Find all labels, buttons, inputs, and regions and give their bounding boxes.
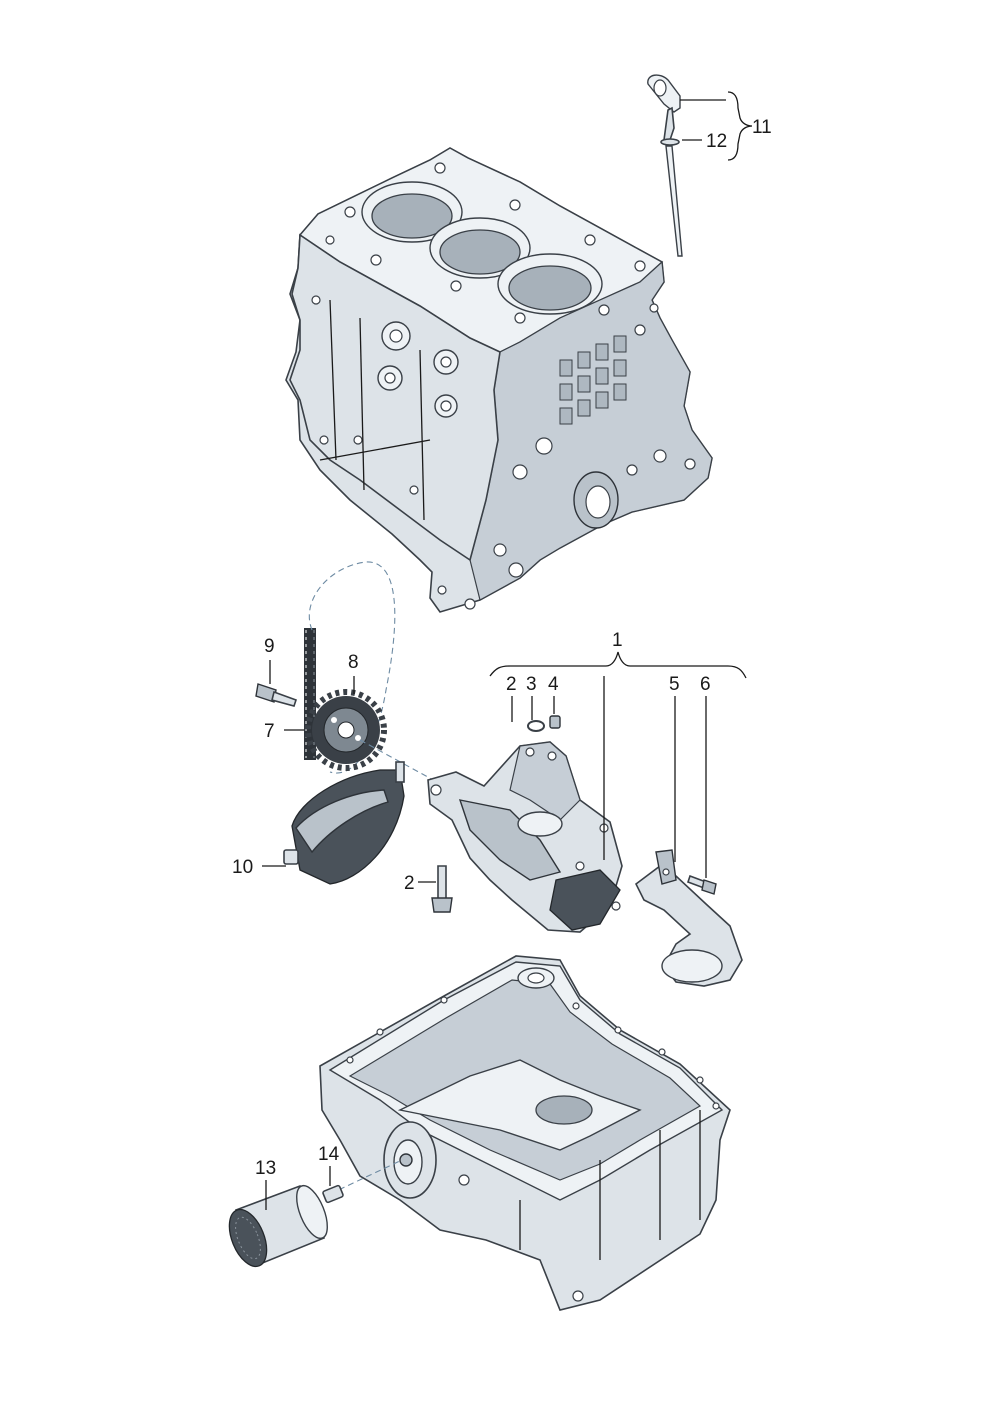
cylinder-block [285,147,713,613]
callout-4: 4 [548,674,559,695]
oil-dipstick [647,74,683,257]
callout-3: 3 [526,674,537,695]
callout-2-upper: 2 [506,674,517,695]
callout-9: 9 [264,636,275,657]
oil-pump [427,715,623,933]
callout-10: 10 [232,857,253,878]
callout-5: 5 [669,674,680,695]
chain-cover [283,761,405,885]
callout-12: 12 [706,131,727,152]
callout-2-lower: 2 [404,873,415,894]
pump-bolt [431,865,453,913]
callout-8: 8 [348,652,359,673]
oil-sump [319,955,731,1311]
chain-sprocket [305,689,387,771]
suction-pipe [634,849,743,987]
callout-7: 7 [264,721,275,742]
oil-filter [228,1184,328,1268]
chain-path-outline [308,561,396,774]
filter-axis [329,1159,403,1195]
callout-1: 1 [612,630,623,651]
sprocket-bolt [255,683,298,707]
callout-14: 14 [318,1144,340,1165]
callout-13: 13 [255,1158,276,1179]
filter-union [322,1184,344,1204]
pipe-bolt [686,874,717,895]
callout-11: 11 [752,117,772,138]
leader-lines [262,91,753,1210]
callout-6: 6 [700,674,711,695]
